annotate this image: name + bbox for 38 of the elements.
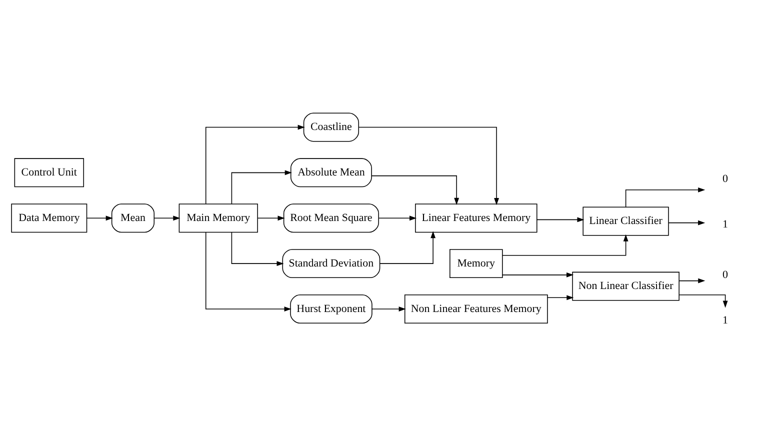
arrow [371,175,460,205]
arrow [154,216,180,221]
node-box: Root Mean Square [283,204,379,233]
node-box: Control Unit [14,158,84,188]
arrow [378,216,417,221]
node-box: Memory [450,249,503,278]
arrow [231,232,284,266]
arrow [372,306,406,312]
node-box: Linear Classifier [582,206,669,236]
node-box: Linear Features Memory [415,204,538,233]
node-box: Non Linear Classifier [572,272,680,301]
node-box: Mean [111,204,155,233]
arrow [502,234,628,256]
arrow [625,187,706,208]
arrow [678,278,706,284]
node-text: 0 [722,172,728,185]
arrow [205,124,305,204]
node-box: Main Memory [178,204,258,233]
node-box: Non Linear Features Memory [404,294,548,324]
node-box: Coastline [303,112,360,142]
arrow [502,272,574,278]
arrow [668,220,706,226]
arrow [536,217,584,222]
node-text: 1 [722,218,728,230]
arrow [231,170,292,204]
node-box: Data Memory [11,204,88,233]
node-box: Standard Deviation [282,249,380,278]
node-text: 1 [722,314,728,327]
arrow [86,216,113,221]
arrow [678,294,728,308]
node-box: Absolute Mean [290,158,372,188]
arrow [205,232,292,312]
arrow [380,231,436,264]
arrow [358,126,499,206]
arrow [547,295,574,300]
node-text: 0 [722,269,728,282]
node-box: Hurst Exponent [290,294,372,324]
arrow [257,216,285,221]
